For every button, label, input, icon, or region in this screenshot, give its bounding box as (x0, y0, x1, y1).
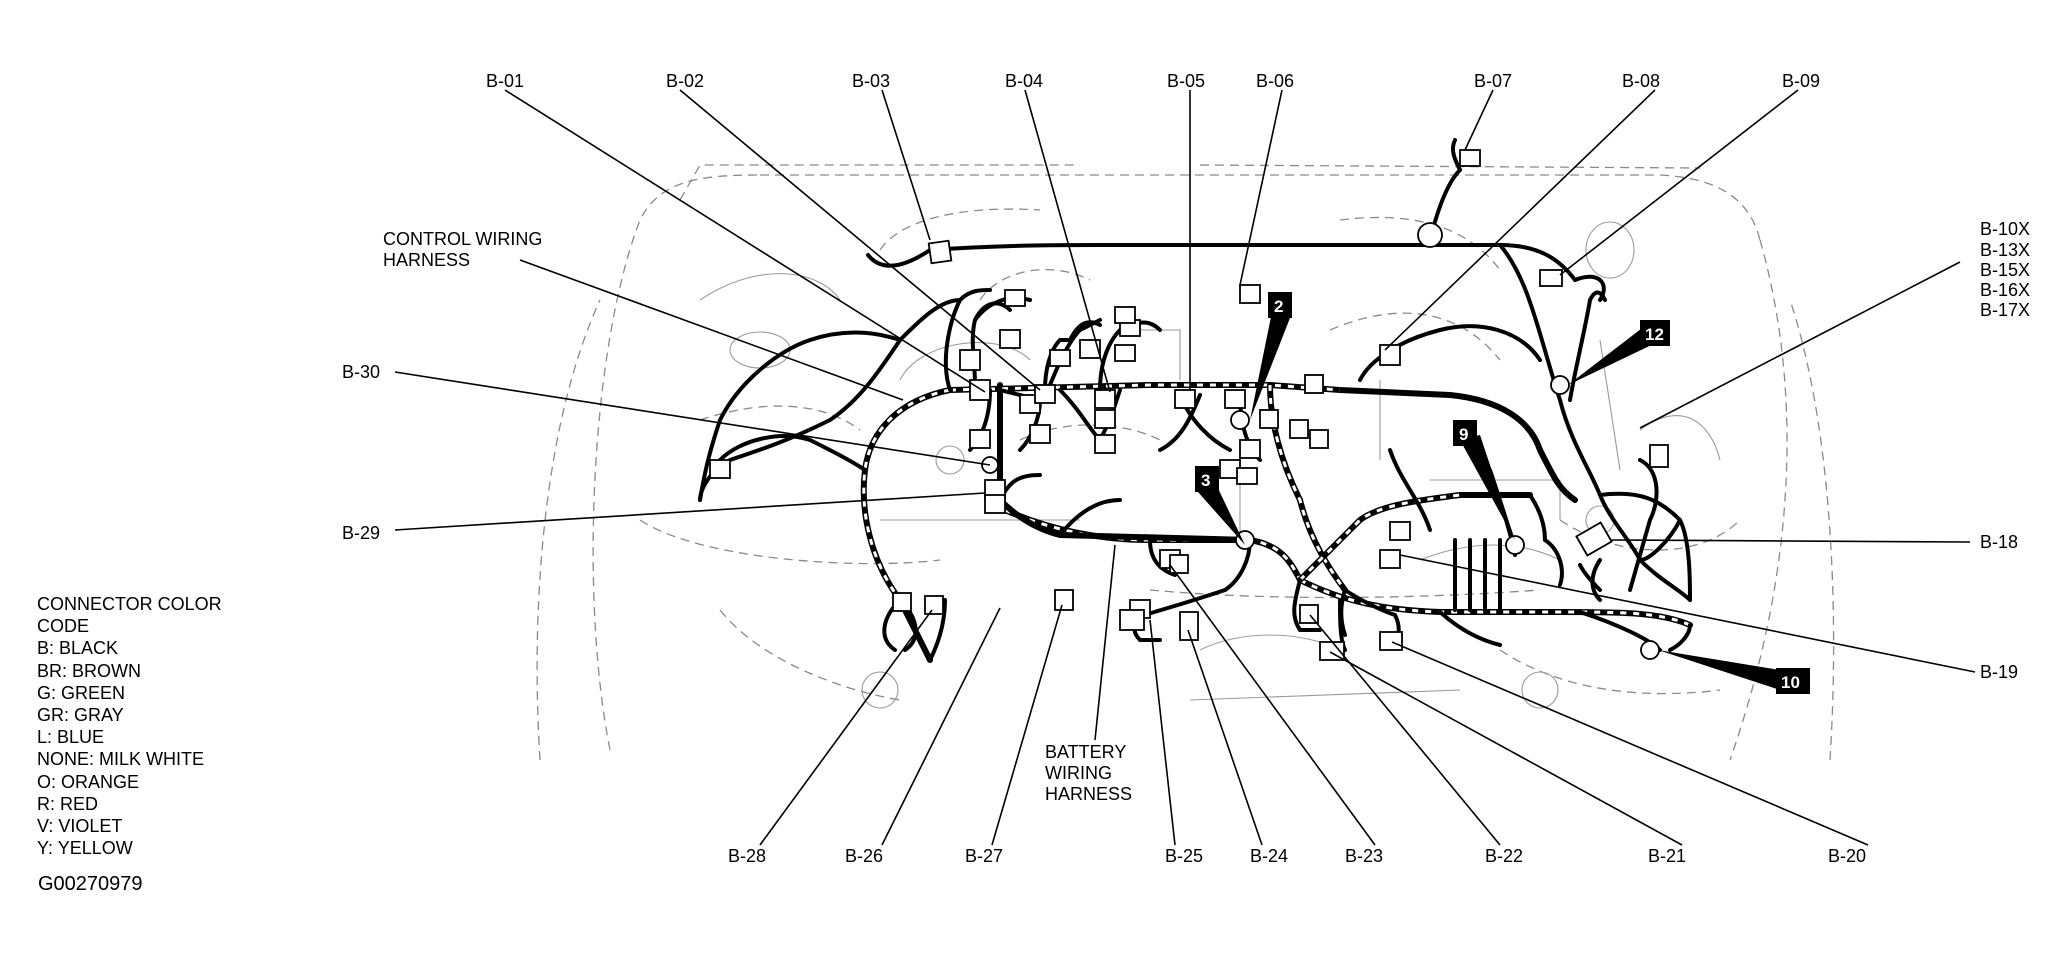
label-b29: B-29 (342, 523, 380, 543)
svg-text:3: 3 (1201, 471, 1210, 490)
label-b24: B-24 (1250, 846, 1288, 866)
legend-item: Y: YELLOW (37, 838, 133, 859)
label-b25: B-25 (1165, 846, 1203, 866)
label-b01: B-01 (486, 71, 524, 91)
label-b30: B-30 (342, 362, 380, 382)
label-b07: B-07 (1474, 71, 1512, 91)
figure-code: G00270979 (38, 873, 143, 895)
legend-item: L: BLUE (37, 727, 105, 748)
engine-bay-outline (536, 164, 1835, 761)
label-b19: B-19 (1980, 662, 2018, 682)
label-b13x: B-13X (1980, 240, 2030, 260)
label-b16x: B-16X (1980, 280, 2030, 300)
label-b22: B-22 (1485, 846, 1523, 866)
control-harness-label-2: HARNESS (383, 250, 470, 270)
svg-text:10: 10 (1781, 673, 1800, 692)
label-b03: B-03 (852, 71, 890, 91)
ground-tag-3: 3 (1195, 466, 1245, 545)
label-b04: B-04 (1005, 71, 1043, 91)
svg-text:2: 2 (1274, 297, 1283, 316)
label-b06: B-06 (1256, 71, 1294, 91)
label-b09: B-09 (1782, 71, 1820, 91)
ground-tag-12: 12 (1568, 320, 1670, 385)
legend-item: V: VIOLET (37, 816, 123, 837)
legend-item: BR: BROWN (37, 660, 142, 681)
label-b18: B-18 (1980, 532, 2018, 552)
battery-harness-label: BATTERY (1045, 742, 1126, 762)
legend-item: NONE: MILK WHITE (37, 749, 205, 770)
label-b02: B-02 (666, 71, 704, 91)
legend-item: G: GREEN (37, 682, 126, 703)
ground-tag-2: 2 (1250, 292, 1292, 420)
label-b10x: B-10X (1980, 219, 2030, 239)
legend-title-2: CODE (37, 616, 90, 637)
label-b05: B-05 (1167, 71, 1205, 91)
legend-item: R: RED (37, 793, 99, 814)
label-b08: B-08 (1622, 71, 1660, 91)
legend-item: GR: GRAY (37, 705, 124, 726)
svg-text:9: 9 (1459, 425, 1468, 444)
label-b27: B-27 (965, 846, 1003, 866)
label-b20: B-20 (1828, 846, 1866, 866)
label-b23: B-23 (1345, 846, 1383, 866)
connector-labels: B-01 B-02 B-03 B-04 B-05 B-06 B-07 B-08 … (342, 71, 2030, 866)
svg-text:12: 12 (1645, 325, 1664, 344)
battery-harness-label-3: HARNESS (1045, 784, 1132, 804)
label-b17x: B-17X (1980, 300, 2030, 320)
label-b15x: B-15X (1980, 260, 2030, 280)
label-b28: B-28 (728, 846, 766, 866)
battery-harness-label-2: WIRING (1045, 763, 1112, 783)
connectors (709, 149, 1669, 661)
legend-item: B: BLACK (37, 638, 119, 659)
control-harness-label: CONTROL WIRING (383, 229, 542, 249)
label-b21: B-21 (1648, 846, 1686, 866)
label-b26: B-26 (845, 846, 883, 866)
ground-tag-10: 10 (1658, 650, 1810, 694)
connector-color-legend: CONNECTOR COLOR CODE B: BLACK BR: BROWN … (37, 593, 222, 859)
leader-lines (394, 89, 1976, 846)
ground-tag-9: 9 (1453, 420, 1515, 540)
legend-title: CONNECTOR COLOR (37, 594, 222, 614)
legend-item: O: ORANGE (37, 771, 140, 792)
